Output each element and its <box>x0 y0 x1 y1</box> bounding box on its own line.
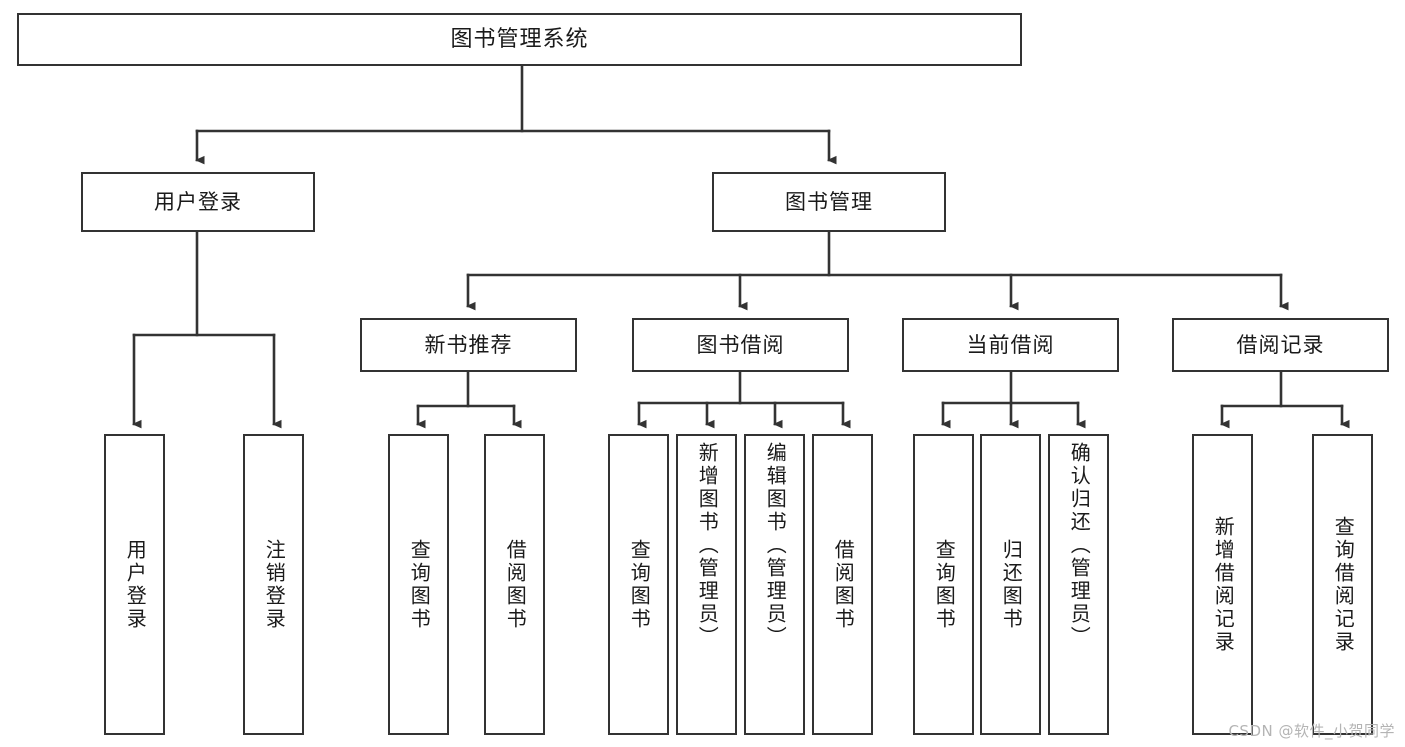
leaf-label: 借阅图书 <box>503 538 528 631</box>
watermark-text: CSDN @软件_小贺同学 <box>1228 722 1395 740</box>
leaf-label: 新增图书（管理员） <box>695 442 720 649</box>
leaf-current-borrow-0[interactable]: 查询图书 <box>913 434 974 735</box>
leaf-current-borrow-1[interactable]: 归还图书 <box>980 434 1041 735</box>
leaf-user-login-1[interactable]: 注销登录 <box>243 434 304 735</box>
node-current-borrow-label: 当前借阅 <box>966 332 1055 357</box>
node-user-login[interactable]: 用户登录 <box>81 172 315 232</box>
leaf-label: 查询图书 <box>932 538 957 631</box>
node-root[interactable]: 图书管理系统 <box>17 13 1022 66</box>
leaf-label: 查询借阅记录 <box>1331 515 1356 654</box>
leaf-label: 查询图书 <box>407 538 432 631</box>
node-book-manage[interactable]: 图书管理 <box>712 172 946 232</box>
leaf-borrow-record-1[interactable]: 查询借阅记录 <box>1312 434 1373 735</box>
leaf-label: 查询图书 <box>627 538 652 631</box>
leaf-label: 用户登录 <box>123 538 148 631</box>
leaf-label: 确认归还（管理员） <box>1067 442 1092 649</box>
leaf-label: 新增借阅记录 <box>1211 515 1236 654</box>
leaf-book-borrow-0[interactable]: 查询图书 <box>608 434 669 735</box>
node-book-manage-label: 图书管理 <box>785 189 873 214</box>
leaf-current-borrow-2[interactable]: 确认归还（管理员） <box>1048 434 1109 735</box>
leaf-book-borrow-3[interactable]: 借阅图书 <box>812 434 873 735</box>
leaf-label: 归还图书 <box>999 538 1024 631</box>
leaf-book-borrow-2[interactable]: 编辑图书（管理员） <box>744 434 805 735</box>
leaf-label: 借阅图书 <box>831 538 856 631</box>
node-book-borrow[interactable]: 图书借阅 <box>632 318 849 372</box>
node-new-book-rec[interactable]: 新书推荐 <box>360 318 577 372</box>
node-new-book-rec-label: 新书推荐 <box>424 332 513 357</box>
leaf-new-book-rec-0[interactable]: 查询图书 <box>388 434 449 735</box>
leaf-book-borrow-1[interactable]: 新增图书（管理员） <box>676 434 737 735</box>
node-current-borrow[interactable]: 当前借阅 <box>902 318 1119 372</box>
leaf-borrow-record-0[interactable]: 新增借阅记录 <box>1192 434 1253 735</box>
node-borrow-record-label: 借阅记录 <box>1236 332 1325 357</box>
node-root-label: 图书管理系统 <box>450 26 589 52</box>
node-user-login-label: 用户登录 <box>154 189 242 214</box>
leaf-user-login-0[interactable]: 用户登录 <box>104 434 165 735</box>
node-book-borrow-label: 图书借阅 <box>696 332 785 357</box>
leaf-new-book-rec-1[interactable]: 借阅图书 <box>484 434 545 735</box>
leaf-label: 编辑图书（管理员） <box>763 442 788 649</box>
leaf-label: 注销登录 <box>262 538 287 631</box>
node-borrow-record[interactable]: 借阅记录 <box>1172 318 1389 372</box>
